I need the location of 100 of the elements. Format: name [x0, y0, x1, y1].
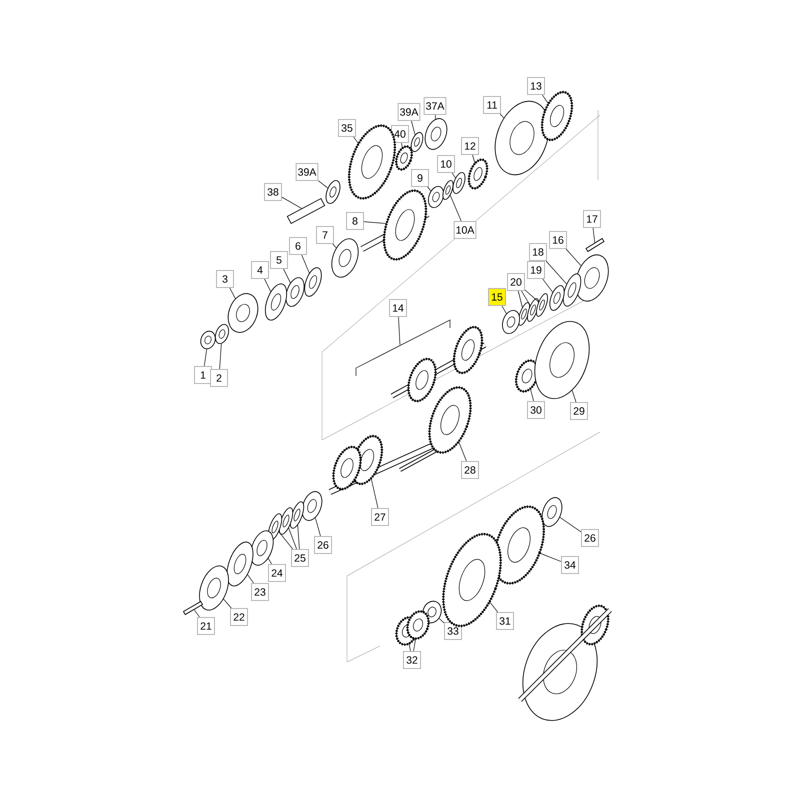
callout-number: 26 — [314, 536, 332, 554]
washer — [250, 530, 274, 566]
leader-line — [411, 120, 416, 135]
bearing — [286, 277, 304, 307]
callout-number: 29 — [570, 402, 588, 420]
callout-number: 10A — [454, 221, 476, 239]
leader-line — [542, 278, 553, 292]
bearing — [502, 310, 520, 334]
callout-number: 34 — [561, 556, 579, 574]
callout-number: 6 — [289, 237, 307, 255]
gear — [452, 326, 484, 374]
leader-line — [398, 316, 400, 346]
leader-line — [592, 228, 596, 243]
callout-number: 30 — [527, 401, 545, 419]
flange — [228, 293, 258, 333]
leader-line — [524, 290, 539, 302]
leader-line — [219, 343, 222, 370]
leader-line — [283, 268, 291, 284]
callout-number: 7 — [316, 226, 334, 244]
leader-line — [435, 114, 436, 120]
leader-line — [472, 154, 476, 164]
gear — [332, 446, 362, 490]
callout-number: 37A — [424, 97, 446, 115]
leader-line — [438, 618, 444, 624]
leader-line — [318, 180, 328, 188]
callout-number: 3 — [216, 270, 234, 288]
callout-number: 28 — [461, 461, 479, 479]
leader-line — [194, 609, 200, 618]
pin — [286, 198, 326, 224]
callout-number: 24 — [268, 564, 286, 582]
bearing — [406, 610, 430, 640]
callout-number: 25 — [291, 549, 309, 567]
bracket — [356, 320, 450, 376]
leader-line — [332, 244, 336, 248]
leader-line — [546, 260, 567, 284]
leader-line — [530, 388, 534, 402]
gasket — [226, 542, 254, 586]
callout-number: 21 — [197, 617, 215, 635]
leader-line — [278, 532, 294, 550]
leader-line — [370, 478, 378, 508]
leader-line — [364, 221, 386, 224]
leader-line — [572, 390, 576, 402]
callout-number: 20 — [507, 273, 525, 291]
leader-line — [282, 196, 302, 209]
callout-number: 39A — [398, 103, 420, 121]
gasket — [562, 273, 582, 307]
leader-line — [315, 518, 321, 536]
washer — [326, 180, 340, 204]
bearing — [331, 238, 359, 278]
leader-line — [458, 442, 467, 462]
gear — [540, 90, 574, 142]
leader-line — [268, 558, 272, 564]
leader-line — [502, 306, 507, 314]
callout-number: 38 — [264, 183, 282, 201]
nut — [200, 330, 216, 350]
leader-line — [500, 114, 504, 118]
callout-number: 40 — [391, 125, 409, 143]
callout-number: 26 — [581, 529, 599, 547]
collar — [428, 186, 444, 208]
gear — [468, 158, 488, 190]
leader-line — [204, 348, 207, 366]
callout-number: 11 — [483, 96, 501, 114]
leader-line — [264, 278, 272, 292]
bearing — [302, 491, 322, 521]
washer — [452, 172, 466, 194]
callout-number: 4 — [251, 261, 269, 279]
callout-number: 32 — [403, 651, 421, 669]
washer — [215, 324, 229, 344]
callout-number: 13 — [527, 77, 545, 95]
callout-number: 27 — [371, 508, 389, 526]
callout-number: 5 — [270, 251, 288, 269]
washer — [264, 284, 288, 321]
cover-plate — [199, 566, 229, 610]
callout-number: 10 — [437, 155, 455, 173]
callout-number: 19 — [527, 261, 545, 279]
callout-number: 1 — [194, 366, 212, 384]
gear — [382, 189, 428, 261]
leader-line — [521, 290, 530, 306]
leader-line — [413, 638, 416, 652]
callout-number: 22 — [230, 608, 248, 626]
callout-number: 9 — [411, 169, 429, 187]
leader-line — [560, 517, 582, 532]
gear — [395, 145, 413, 171]
leader-line — [223, 598, 232, 608]
callout-number: 18 — [529, 243, 547, 261]
leader-line — [229, 288, 236, 299]
callout-number: 17 — [583, 210, 601, 228]
washer — [410, 132, 424, 152]
callout-number: 15 — [488, 288, 506, 306]
ring — [442, 180, 454, 200]
bearing — [542, 497, 562, 527]
leader-line — [518, 290, 523, 308]
leader-line — [353, 136, 359, 144]
leader-line — [489, 602, 498, 612]
leader-line — [452, 172, 456, 178]
leader-line — [566, 248, 582, 266]
leader-line — [301, 254, 310, 274]
leader-line — [542, 94, 548, 104]
callout-number: 23 — [251, 583, 269, 601]
leader-line — [408, 644, 411, 652]
